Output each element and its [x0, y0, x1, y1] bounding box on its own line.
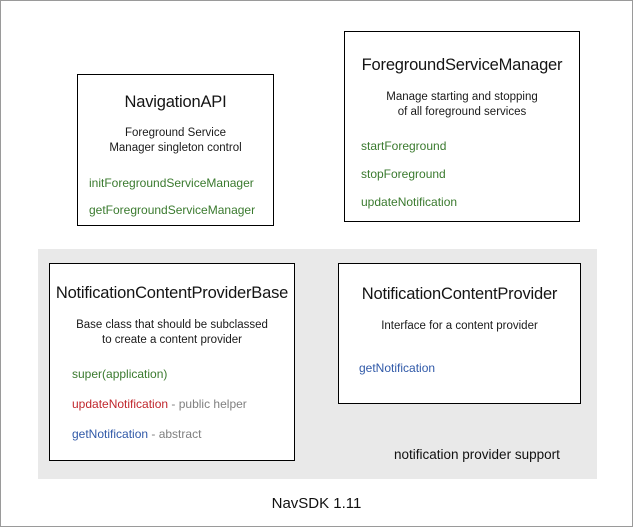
member-row[interactable]: startForeground [361, 139, 579, 153]
member-row[interactable]: updateNotification - public helper [72, 397, 294, 411]
class-box-notification-content-provider[interactable]: NotificationContentProvider Interface fo… [338, 263, 581, 404]
class-title-foreground-service-manager: ForegroundServiceManager [361, 56, 563, 74]
class-desc-line: Manage starting and stopping [386, 91, 538, 103]
member-name: initForegroundServiceManager [89, 176, 254, 191]
class-desc-line: to create a content provider [102, 333, 242, 346]
notification-provider-support-label: notification provider support [394, 447, 560, 462]
class-box-notification-content-provider-base[interactable]: NotificationContentProviderBase Base cla… [49, 263, 295, 461]
member-name: updateNotification [361, 195, 458, 210]
class-desc-line: of all foreground services [397, 105, 527, 118]
class-desc-notification-content-provider-base: Base class that should be subclassed to … [50, 318, 294, 347]
class-desc-line: Foreground Service [125, 127, 226, 139]
member-row[interactable]: getNotification - abstract [72, 427, 294, 441]
member-row[interactable]: initForegroundServiceManager [89, 176, 273, 190]
member-list-notification-content-provider-base: super(application) updateNotification - … [50, 367, 294, 441]
member-name: getNotification [72, 427, 149, 442]
class-title-notification-content-provider-base: NotificationContentProviderBase [55, 284, 289, 302]
member-row[interactable]: super(application) [72, 367, 294, 381]
class-desc-line: Interface for a content provider [381, 320, 538, 332]
member-row[interactable]: getNotification [359, 361, 580, 375]
member-name: super(application) [72, 367, 168, 382]
class-desc-notification-content-provider: Interface for a content provider [339, 319, 580, 334]
class-title-notification-content-provider: NotificationContentProvider [361, 285, 558, 303]
member-row[interactable]: stopForeground [361, 167, 579, 181]
member-name: updateNotification [72, 397, 169, 412]
member-name: startForeground [361, 139, 447, 154]
member-name: getForegroundServiceManager [89, 203, 256, 218]
class-desc-navigation-api: Foreground Service Manager singleton con… [78, 126, 273, 155]
member-list-foreground-service-manager: startForeground stopForeground updateNot… [345, 139, 579, 209]
class-desc-foreground-service-manager: Manage starting and stopping of all fore… [345, 90, 579, 119]
member-note: - public helper [168, 397, 247, 412]
member-list-notification-content-provider: getNotification [339, 361, 580, 375]
member-name: getNotification [359, 360, 436, 375]
member-row[interactable]: updateNotification [361, 195, 579, 209]
class-box-foreground-service-manager[interactable]: ForegroundServiceManager Manage starting… [344, 31, 580, 222]
member-row[interactable]: getForegroundServiceManager [89, 203, 273, 217]
class-desc-line: Manager singleton control [109, 141, 242, 154]
class-box-navigation-api[interactable]: NavigationAPI Foreground Service Manager… [77, 74, 274, 226]
member-note: - abstract [148, 427, 202, 442]
class-title-navigation-api: NavigationAPI [124, 93, 227, 111]
member-list-navigation-api: initForegroundServiceManager getForegrou… [78, 176, 273, 217]
member-name: stopForeground [361, 167, 446, 182]
footer-version-label: NavSDK 1.11 [271, 495, 362, 512]
class-desc-line: Base class that should be subclassed [76, 319, 268, 331]
